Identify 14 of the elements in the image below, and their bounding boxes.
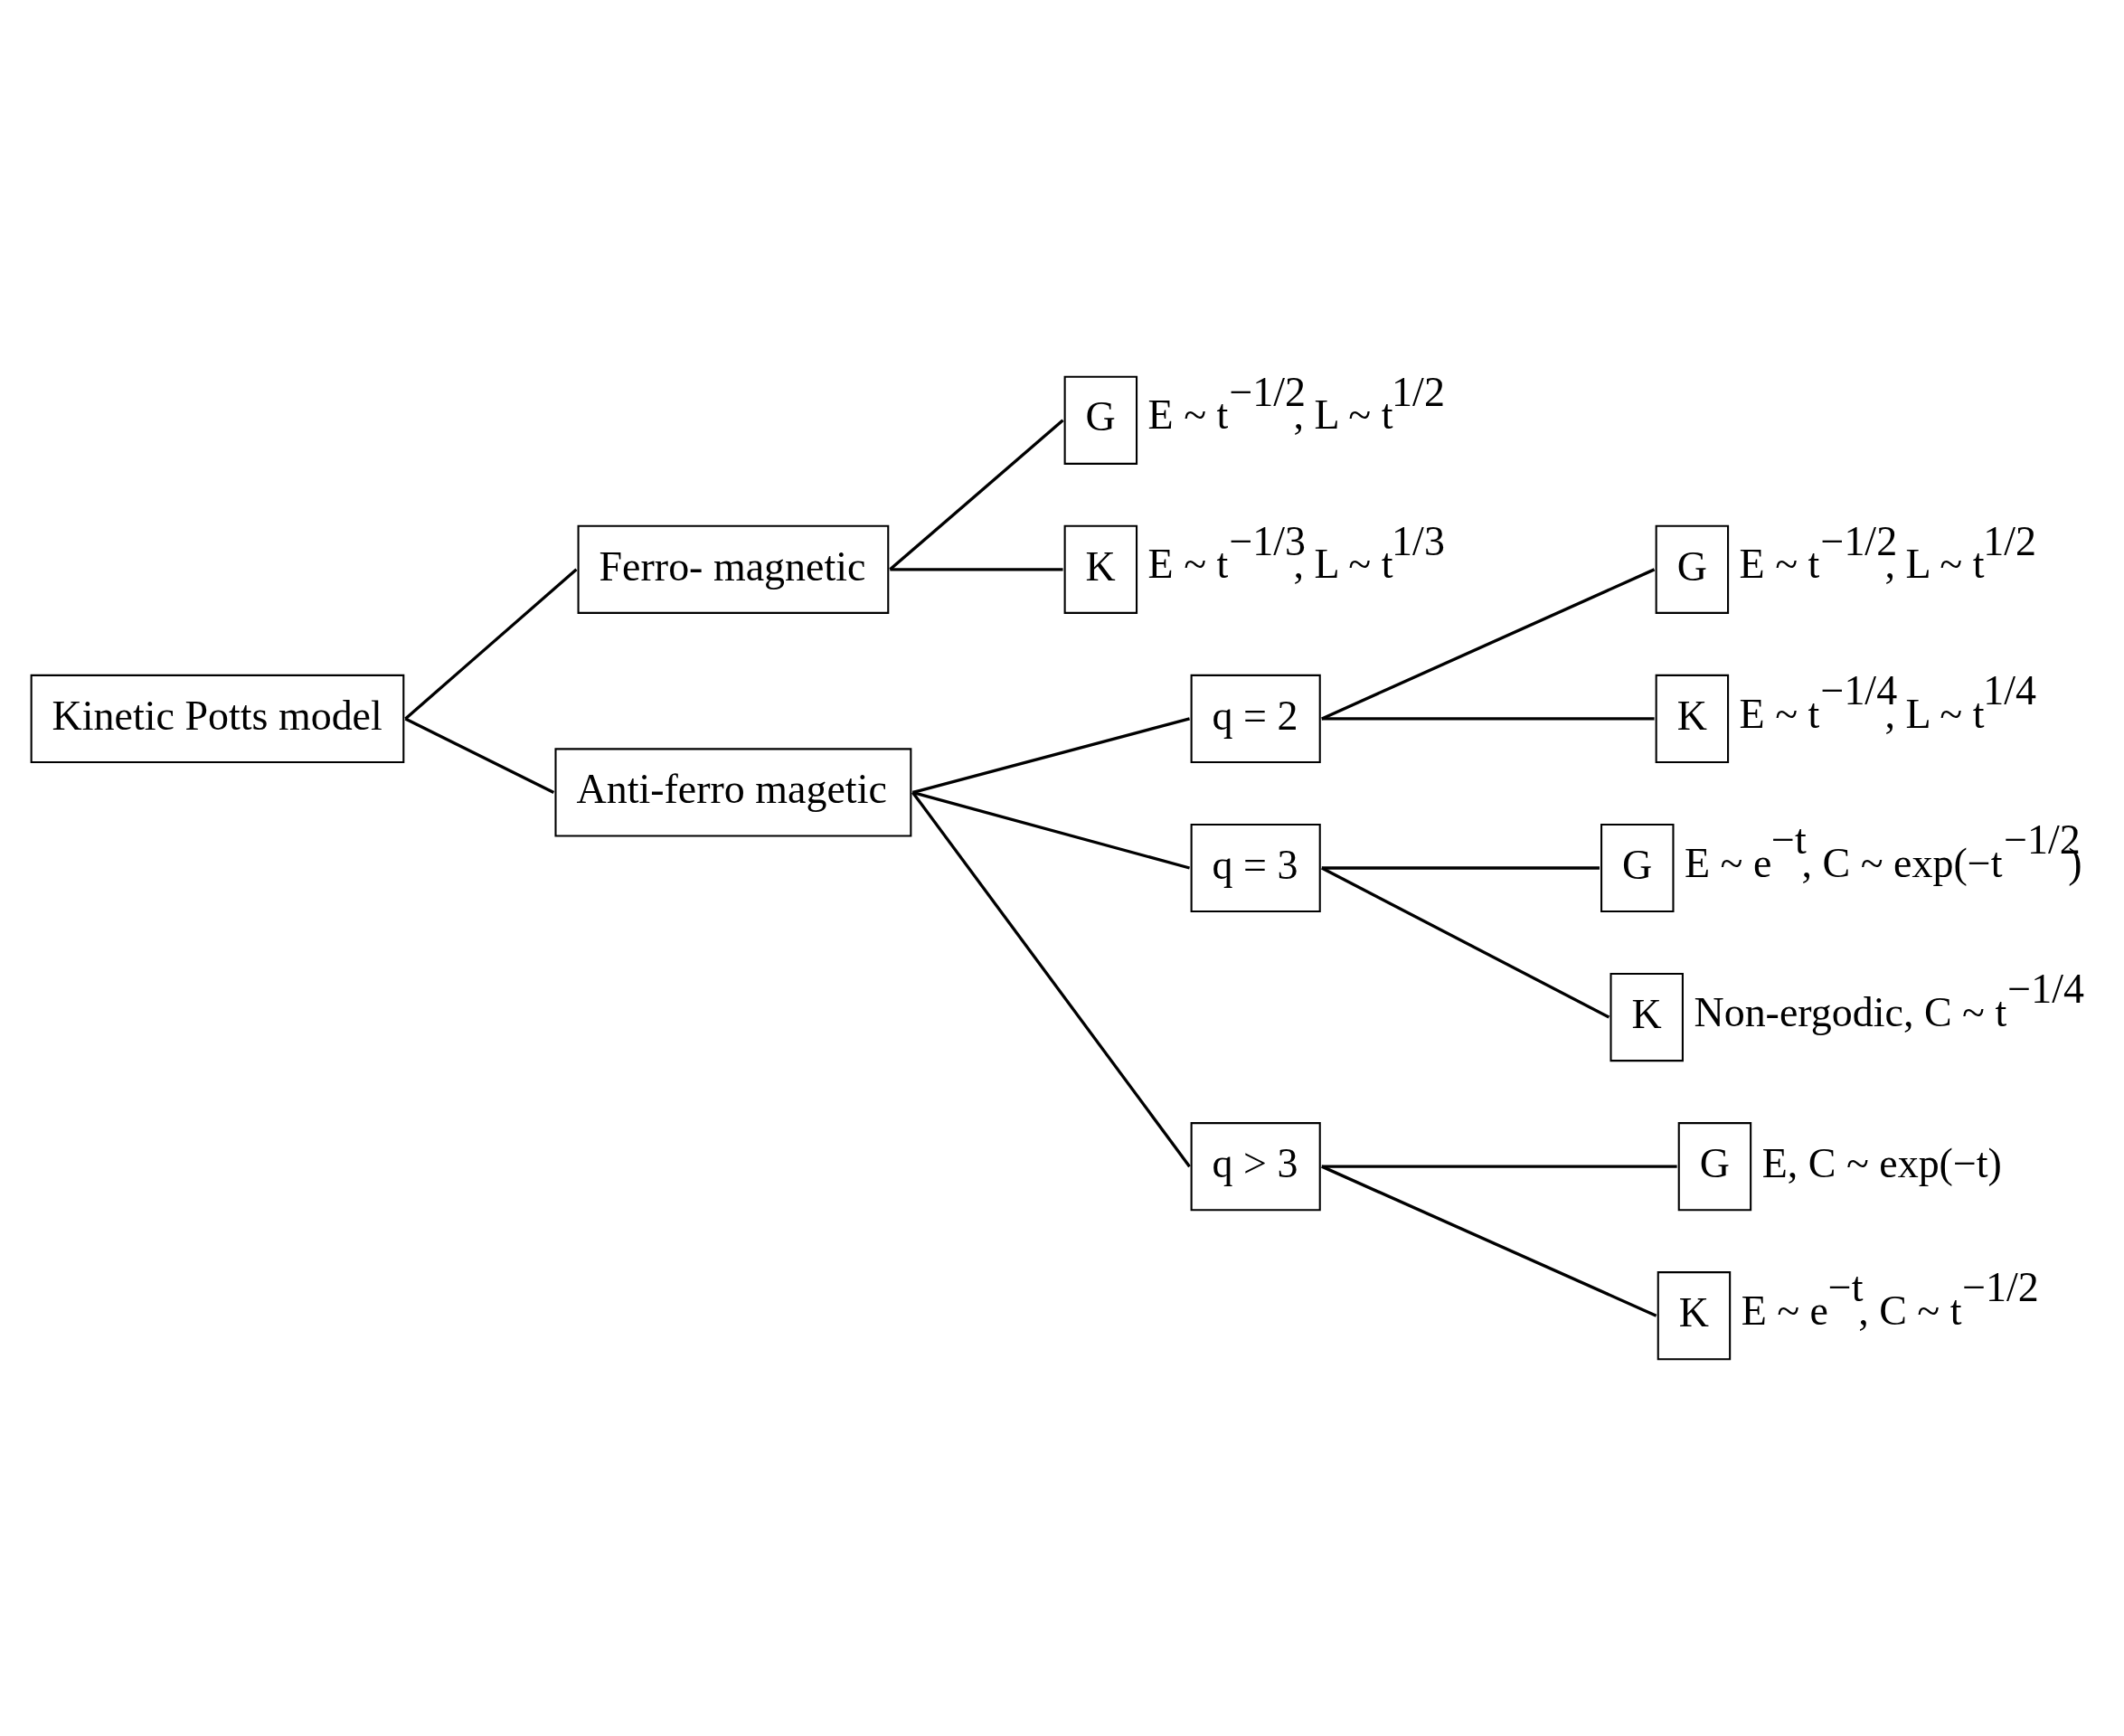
connector <box>912 790 1190 870</box>
connector <box>404 717 555 794</box>
connector <box>912 717 1190 795</box>
node-label: E, C ~ exp(−t) <box>1761 1139 2002 1186</box>
connector <box>1321 866 1610 1019</box>
connector <box>889 419 1064 571</box>
connector <box>890 568 1063 571</box>
connector <box>1321 1165 1677 1168</box>
connector <box>1321 568 1656 721</box>
connector <box>911 791 1191 1168</box>
connector <box>1321 717 1655 721</box>
connector <box>1321 1165 1657 1317</box>
connector <box>1321 866 1600 870</box>
connector <box>404 568 578 721</box>
